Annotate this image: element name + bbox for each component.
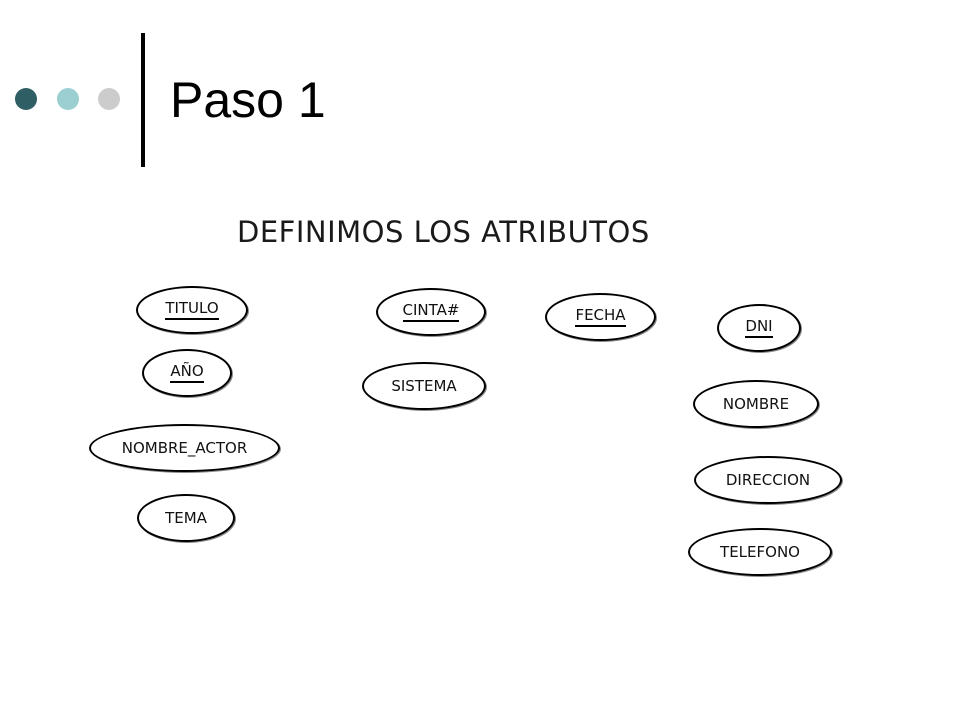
slide-title: Paso 1 <box>170 72 326 128</box>
attribute-label-titulo: TITULO <box>165 300 219 320</box>
attribute-label-telefono: TELEFONO <box>720 543 800 561</box>
attribute-tema: TEMA <box>137 494 235 542</box>
attribute-cinta: CINTA# <box>376 288 486 336</box>
attribute-label-nombre-actor: NOMBRE_ACTOR <box>121 439 248 457</box>
attribute-dni: DNI <box>717 304 801 352</box>
attribute-telefono: TELEFONO <box>688 528 832 576</box>
attribute-label-dni: DNI <box>745 318 773 338</box>
attribute-anio: AÑO <box>142 349 232 397</box>
attribute-label-direccion: DIRECCION <box>725 471 811 489</box>
attribute-label-nombre: NOMBRE <box>722 395 790 413</box>
attribute-label-anio: AÑO <box>170 363 204 383</box>
attribute-nombre: NOMBRE <box>693 380 819 428</box>
bullet-dot-light <box>57 88 79 110</box>
attribute-direccion: DIRECCION <box>694 456 842 504</box>
title-divider <box>141 33 145 167</box>
slide-subtitle: DEFINIMOS LOS ATRIBUTOS <box>237 215 650 249</box>
bullet-dot-gray <box>98 88 120 110</box>
attribute-label-cinta: CINTA# <box>402 302 460 322</box>
attribute-sistema: SISTEMA <box>362 362 486 410</box>
attribute-fecha: FECHA <box>545 293 656 341</box>
attribute-nombre-actor: NOMBRE_ACTOR <box>89 424 280 472</box>
attribute-label-tema: TEMA <box>165 509 207 527</box>
attribute-label-sistema: SISTEMA <box>391 377 457 395</box>
attribute-titulo: TITULO <box>136 286 248 334</box>
bullet-dot-dark <box>15 88 37 110</box>
attribute-label-fecha: FECHA <box>575 307 626 327</box>
